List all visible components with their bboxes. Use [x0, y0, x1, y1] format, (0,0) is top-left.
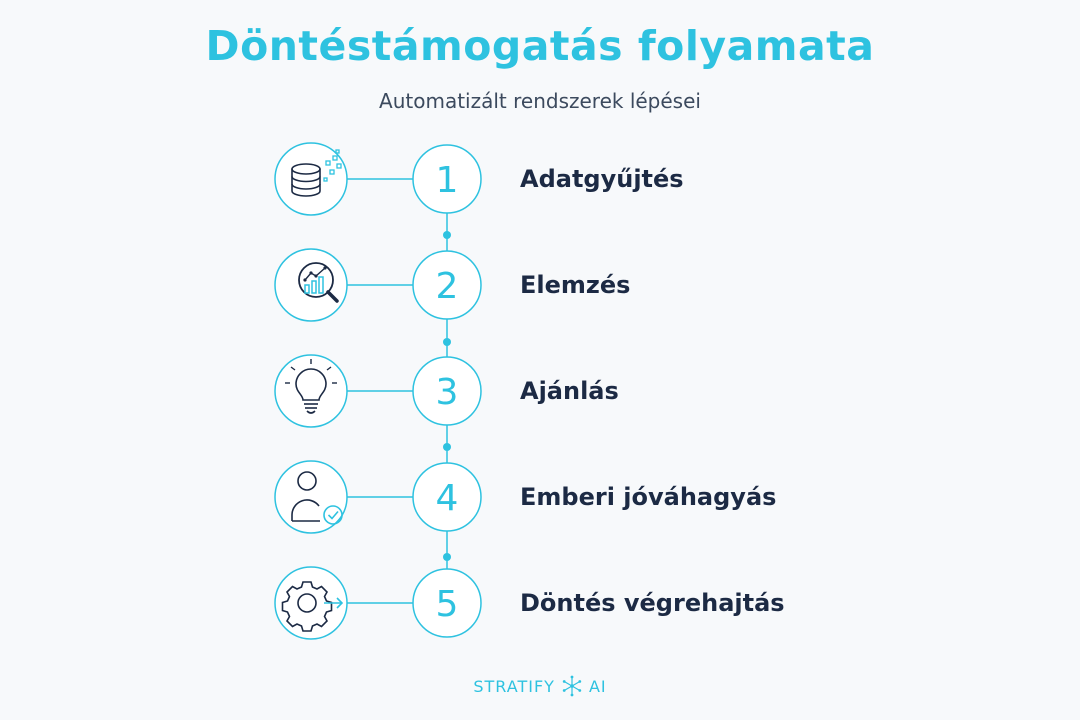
page-subtitle: Automatizált rendszerek lépései [379, 89, 701, 113]
step-label-2: Elemzés [520, 271, 631, 299]
database-icon [291, 149, 342, 197]
step-number-3: 3 [436, 372, 459, 413]
icon-circle-5 [274, 566, 348, 640]
step-label-1: Adatgyűjtés [520, 165, 684, 193]
step-label-4: Emberi jóváhagyás [520, 483, 777, 511]
page-title: Döntéstámogatás folyamata [205, 22, 875, 70]
connector-lines [347, 178, 448, 604]
step-number-4: 4 [436, 478, 459, 519]
connector-dot [443, 231, 451, 239]
number-circle-3 [412, 356, 482, 426]
number-circle-1 [412, 144, 482, 214]
icon-circle-1 [274, 142, 348, 216]
step-number-1: 1 [436, 160, 459, 201]
connector-dot [443, 443, 451, 451]
step-label-5: Döntés végrehajtás [520, 589, 785, 617]
connector-dot [443, 553, 451, 561]
number-circle-4 [412, 462, 482, 532]
step-number-5: 5 [436, 584, 459, 625]
brand-name: STRATIFY [473, 676, 555, 696]
analytics-magnifier-icon [298, 262, 339, 303]
icon-circle-4 [274, 460, 348, 534]
snowflake-logo-icon [562, 675, 582, 697]
connector-dots [443, 231, 451, 561]
gear-arrow-icon [281, 581, 344, 632]
footer-brand: STRATIFY AI [0, 674, 1080, 698]
step-number-2: 2 [436, 266, 459, 307]
lightbulb-icon [285, 359, 337, 414]
user-approval-icon [291, 471, 343, 525]
brand-suffix: AI [588, 676, 607, 696]
connector-dot [443, 338, 451, 346]
number-circle-5 [412, 568, 482, 638]
number-circle-2 [412, 250, 482, 320]
step-label-3: Ajánlás [520, 377, 619, 405]
icon-circle-2 [274, 248, 348, 322]
icon-circle-3 [274, 354, 348, 428]
